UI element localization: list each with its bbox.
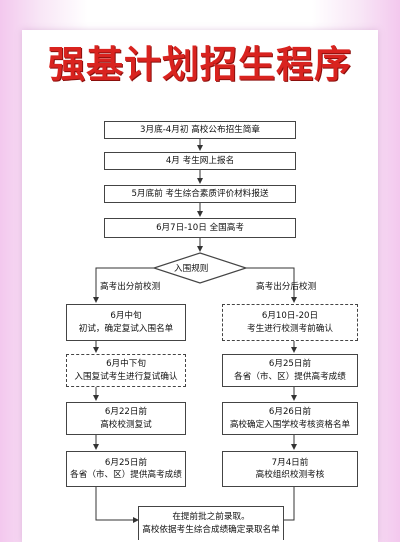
branch-right-line [246, 267, 297, 303]
merge-left-line [95, 487, 139, 523]
right-step-1: 6月10日-20日 考生进行校测考前确认 [222, 304, 358, 341]
left-step-4-date: 6月25日前 [104, 457, 148, 468]
step-material-text: 5月底前 考生综合素质评价材料报送 [131, 188, 269, 199]
step-exam-text: 6月7日-10日 全国高考 [156, 222, 244, 233]
left-step-1-date: 6月中旬 [110, 311, 142, 322]
left-step-1-desc: 初试，确定复试入围名单 [78, 323, 174, 334]
right-step-3-desc: 高校确定入围学校考核资格名单 [229, 419, 351, 430]
right-step-1-desc: 考生进行校测考前确认 [247, 323, 333, 334]
page-title: 强基计划招生程序 [48, 42, 352, 86]
left-step-1: 6月中旬 初试，确定复试入围名单 [66, 304, 186, 341]
left-step-3-date: 6月22日前 [104, 407, 148, 418]
step-announce-brochure: 3月底-4月初 高校公布招生简章 [104, 121, 296, 139]
right-step-3-date: 6月26日前 [268, 407, 312, 418]
right-step-4-date: 7月4日前 [271, 457, 309, 468]
left-step-2-date: 6月中下旬 [106, 359, 146, 370]
right-branch-label: 高考出分后校测 [256, 282, 317, 292]
right-step-2: 6月25日前 各省（市、区）提供高考成绩 [222, 354, 358, 387]
right-step-4: 7月4日前 高校组织校测考核 [222, 451, 358, 487]
branch-left-line [93, 267, 154, 303]
left-step-4-desc: 各省（市、区）提供高考成绩 [70, 470, 182, 480]
step-online-registration: 4月 考生网上报名 [104, 152, 296, 170]
decision-label: 入围规则 [174, 264, 209, 274]
left-step-2-desc: 入围复试考生进行复试确认 [74, 371, 178, 382]
step-material-submission: 5月底前 考生综合素质评价材料报送 [104, 185, 296, 203]
final-line-2: 高校依据考生综合成绩确定录取名单 [142, 524, 280, 535]
right-step-1-date: 6月10日-20日 [261, 311, 319, 322]
left-step-4: 6月25日前 各省（市、区）提供高考成绩 [66, 451, 186, 487]
right-step-2-date: 6月25日前 [268, 359, 312, 370]
right-step-2-desc: 各省（市、区）提供高考成绩 [234, 371, 346, 382]
right-step-3: 6月26日前 高校确定入围学校考核资格名单 [222, 402, 358, 435]
step-national-exam: 6月7日-10日 全国高考 [104, 218, 296, 238]
final-admission-step: 在提前批之前录取。 高校依据考生综合成绩确定录取名单 [138, 506, 284, 540]
left-step-3: 6月22日前 高校校测复试 [66, 402, 186, 435]
step-announce-text: 3月底-4月初 高校公布招生简章 [140, 124, 260, 135]
left-step-3-desc: 高校校测复试 [100, 419, 152, 430]
final-line-1: 在提前批之前录取。 [172, 512, 250, 523]
decision-diamond [152, 252, 248, 284]
right-step-4-desc: 高校组织校测考核 [255, 470, 325, 480]
left-step-2: 6月中下旬 入围复试考生进行复试确认 [66, 354, 186, 387]
step-registration-text: 4月 考生网上报名 [165, 155, 235, 166]
left-branch-label: 高考出分前校测 [100, 282, 161, 292]
